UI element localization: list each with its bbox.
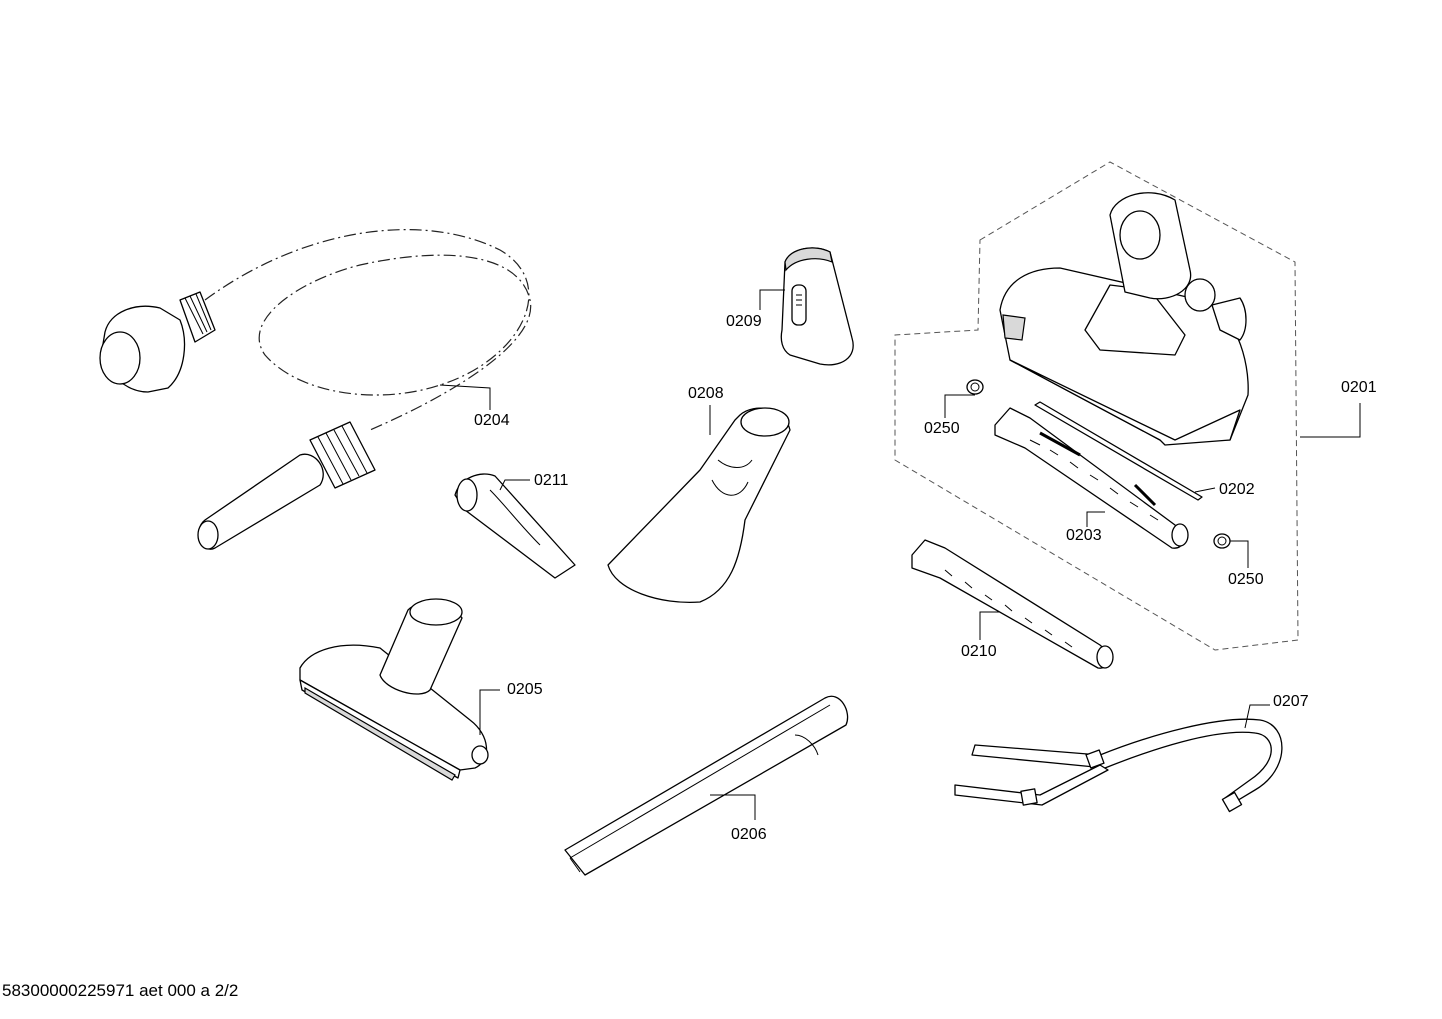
part-label-0250-2: 0250: [1228, 571, 1264, 588]
small-crevice-nozzle-part[interactable]: [454, 473, 576, 579]
end-cap-part[interactable]: [966, 379, 984, 395]
part-label-0203: 0203: [1066, 527, 1102, 544]
sealing-strip-part[interactable]: [1034, 401, 1203, 501]
wide-brush-nozzle-part[interactable]: [607, 407, 791, 604]
upholstery-nozzle-part[interactable]: [299, 598, 489, 781]
document-reference: 58300000225971 aet 000 a 2/2: [2, 981, 239, 1000]
assembly-boundary: [894, 161, 1299, 651]
accessory-holder-part[interactable]: [780, 247, 854, 366]
shoulder-strap-part[interactable]: [954, 718, 1283, 813]
part-label-0208: 0208: [688, 385, 724, 402]
part-label-0250: 0250: [924, 420, 960, 437]
brush-roller-part-2[interactable]: [911, 539, 1114, 669]
part-label-0205: 0205: [507, 681, 543, 698]
part-label-0202: 0202: [1219, 481, 1255, 498]
leader-lines: [439, 289, 1361, 820]
part-label-0211: 0211: [534, 472, 569, 489]
extension-tube-part[interactable]: [564, 695, 849, 876]
hose-part[interactable]: [99, 229, 532, 550]
part-label-0210: 0210: [961, 643, 997, 660]
part-label-0204: 0204: [474, 412, 510, 429]
brush-roller-part[interactable]: [994, 407, 1189, 549]
part-label-0207: 0207: [1273, 693, 1309, 710]
part-label-0201: 0201: [1341, 379, 1377, 396]
part-label-0209: 0209: [726, 313, 762, 330]
part-label-0206: 0206: [731, 826, 767, 843]
floor-nozzle-part[interactable]: [999, 192, 1249, 446]
end-cap-part-2[interactable]: [1213, 533, 1231, 549]
